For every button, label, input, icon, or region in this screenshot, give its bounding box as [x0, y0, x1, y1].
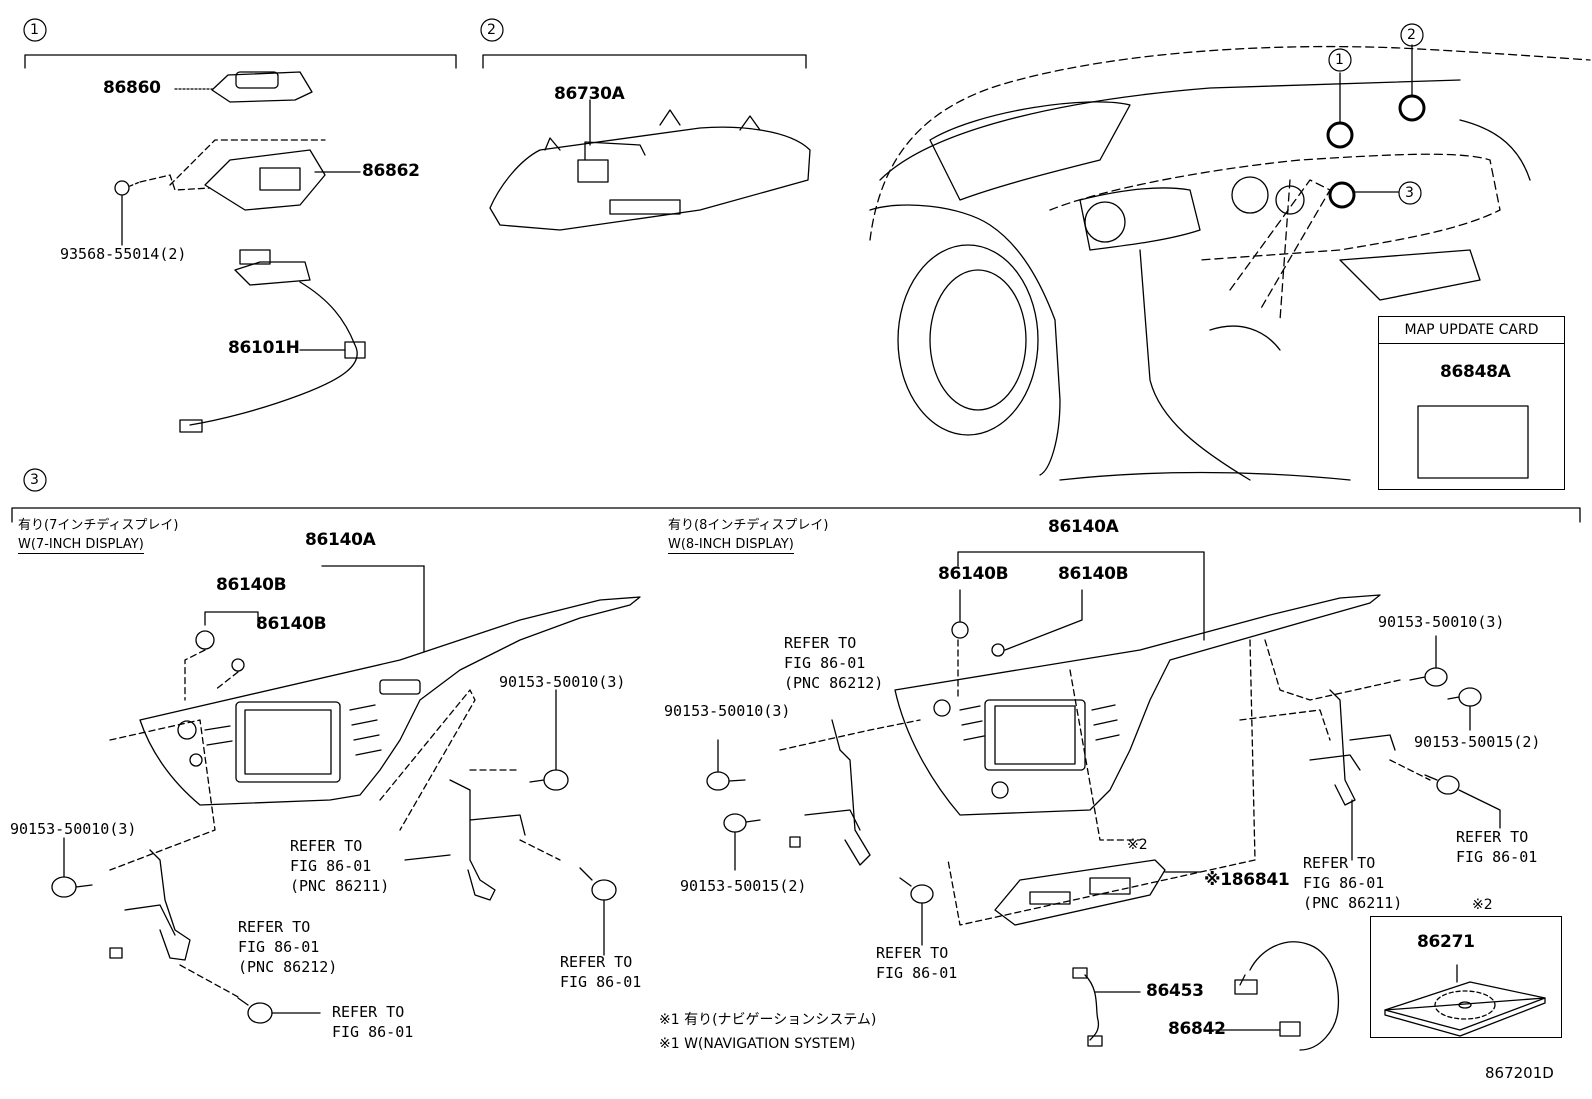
- bolt-8-a: [706, 739, 746, 791]
- bolt-8-d: [1409, 635, 1448, 687]
- part-label-90153-50010-8-left: 90153-50010(3): [664, 702, 791, 720]
- part-label-90153-50015-8-right: 90153-50015(2): [1414, 733, 1541, 751]
- part-label-90153-50015-8-left: 90153-50015(2): [680, 877, 807, 895]
- bolt-right2-7: [579, 867, 617, 956]
- bolt-8-e: [1447, 687, 1482, 731]
- footnote-en: ※1 W(NAVIGATION SYSTEM): [659, 1036, 856, 1052]
- vehicle-illustration: [869, 23, 1591, 481]
- part-label-86842: 86842: [1168, 1019, 1226, 1039]
- clip-86140B-8-a: [951, 621, 969, 639]
- dash-8-2: [1069, 669, 1141, 841]
- variant-7inch-jp-label: 有り(7インチディスプレイ): [18, 518, 179, 533]
- cd-note-mark: ※2: [1472, 897, 1493, 913]
- part-label-86101H: 86101H: [228, 338, 300, 358]
- bracket-center-8: [789, 719, 871, 866]
- bolt-8-f: [1389, 759, 1501, 829]
- map-update-card-box: MAP UPDATE CARD: [1378, 316, 1565, 490]
- dash-7-1: [184, 649, 206, 701]
- section-markers: [11, 18, 1581, 523]
- vehicle-callout-2: 2: [1407, 27, 1416, 43]
- bolt-8-c: [899, 877, 934, 946]
- bolt-bottom-7: [179, 964, 321, 1024]
- part-label-93568-55014: 93568-55014(2): [60, 245, 187, 263]
- vehicle-callout-3: 3: [1405, 185, 1414, 201]
- dash-7-right-box: [379, 689, 476, 831]
- leader-86140B-7: [204, 611, 259, 627]
- dash-8-3: [779, 719, 921, 751]
- clip-86140B-7-b: [231, 658, 245, 672]
- variant-8inch-en-label: W(8-INCH DISPLAY): [668, 537, 794, 554]
- part-label-86140A-8: 86140A: [1048, 517, 1119, 537]
- clip-86140B-8-b: [991, 643, 1005, 657]
- footnote-jp: ※1 有り(ナビゲーションシステム): [659, 1012, 877, 1028]
- variant-7inch-en-label: W(7-INCH DISPLAY): [18, 537, 144, 554]
- dash-7-2: [214, 671, 239, 691]
- variant-8inch-jp-label: 有り(8インチディスプレイ): [668, 518, 829, 533]
- refer-fig-7-right: REFER TO FIG 86-01: [560, 953, 642, 991]
- part-label-86860: 86860: [103, 78, 161, 98]
- part-86860-sensor: [174, 71, 313, 103]
- disc-86271: [1384, 964, 1546, 1037]
- vehicle-callout-1: 1: [1335, 52, 1344, 68]
- part-label-90153-50010-8-right: 90153-50010(3): [1378, 613, 1505, 631]
- harness-86453: [1072, 967, 1141, 1047]
- part-86730A-overhead-console: [489, 99, 811, 231]
- nav-unit-86841: [994, 859, 1201, 926]
- refer-86212-7: REFER TO FIG 86-01 (PNC 86212): [238, 918, 338, 976]
- note-mark-x2: ※2: [1127, 837, 1148, 853]
- part-label-86271: 86271: [1417, 932, 1475, 952]
- bracket-left-7: [109, 849, 191, 961]
- part-label-90153-50010-7-left: 90153-50010(3): [10, 820, 137, 838]
- part-label-86841: ※186841: [1204, 870, 1290, 890]
- bolt-left-7: [51, 837, 93, 898]
- bolt-93568: [114, 180, 141, 246]
- display-panel-7inch: [139, 596, 641, 806]
- part-label-86140B-8-a: 86140B: [938, 564, 1009, 584]
- clip-86140B-7-a: [195, 630, 215, 650]
- leader-86140B-8-b: [1004, 589, 1083, 651]
- refer-fig-7-bottom: REFER TO FIG 86-01: [332, 1003, 414, 1041]
- harness-86842: [1209, 941, 1340, 1051]
- dash-7-bracket-box: [109, 719, 216, 871]
- part-86862-bracket: [139, 139, 361, 211]
- part-label-86140B-8-b: 86140B: [1058, 564, 1129, 584]
- part-86101H-cable: [179, 249, 366, 433]
- dash-8-4: [1264, 639, 1401, 701]
- refer-86212-8: REFER TO FIG 86-01 (PNC 86212): [784, 634, 884, 692]
- map-card-shape: [1417, 405, 1529, 479]
- bolt-8-b: [723, 813, 761, 871]
- map-update-card-title: MAP UPDATE CARD: [1379, 317, 1564, 344]
- part-label-86730A: 86730A: [554, 84, 625, 104]
- refer-fig-8-center: REFER TO FIG 86-01: [876, 944, 958, 982]
- refer-86211-7: REFER TO FIG 86-01 (PNC 86211): [290, 837, 390, 895]
- part-label-86140B-7-a: 86140B: [216, 575, 287, 595]
- part-label-86140B-7-b: 86140B: [256, 614, 327, 634]
- leader-86140A-8: [957, 551, 1205, 641]
- cd-box: [1370, 916, 1562, 1038]
- part-label-90153-50010-7-right: 90153-50010(3): [499, 673, 626, 691]
- part-label-86140A-7: 86140A: [305, 530, 376, 550]
- dash-8-box: [947, 639, 1256, 926]
- dash-8-5: [1239, 709, 1331, 741]
- bracket-right-7: [404, 769, 561, 901]
- section-marker-3: 3: [30, 472, 39, 488]
- refer-86211-8: REFER TO FIG 86-01 (PNC 86211): [1303, 854, 1403, 912]
- part-label-86453: 86453: [1146, 981, 1204, 1001]
- section-marker-1: 1: [30, 22, 39, 38]
- refer-fig-8-right: REFER TO FIG 86-01: [1456, 828, 1538, 866]
- part-label-86862: 86862: [362, 161, 420, 181]
- bolt-right-7: [529, 689, 569, 791]
- bracket-right-8: [1309, 689, 1396, 861]
- figure-id: 867201D: [1485, 1064, 1554, 1082]
- section-marker-2: 2: [487, 22, 496, 38]
- display-panel-8inch: [894, 594, 1381, 816]
- part-label-86848A: 86848A: [1440, 362, 1511, 382]
